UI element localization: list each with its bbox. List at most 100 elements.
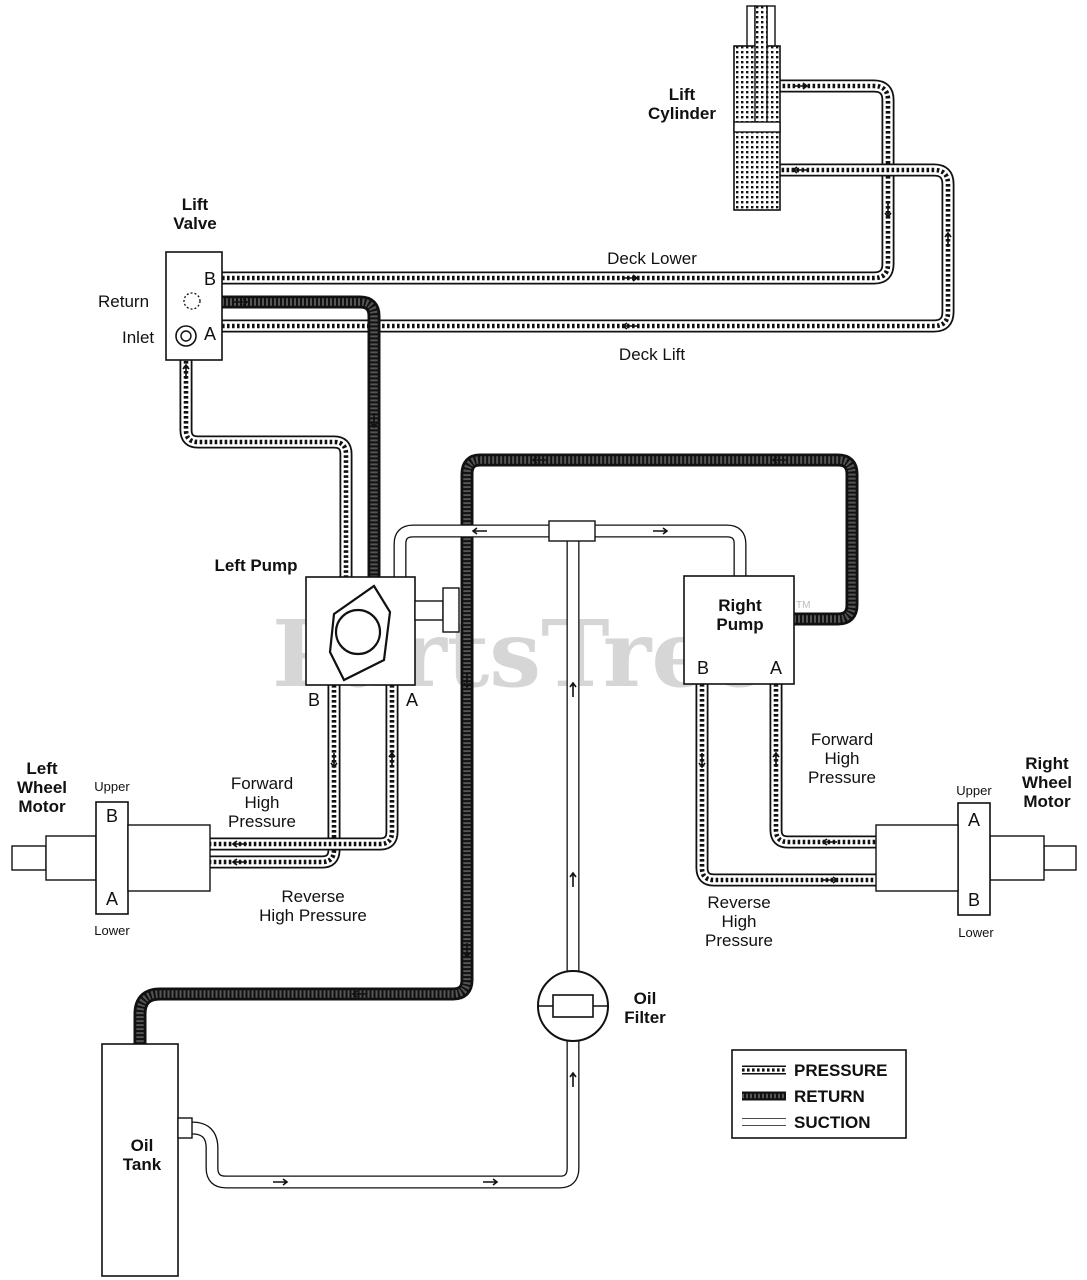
right-motor-shaft — [1043, 845, 1077, 871]
left-forward-line-stroke — [118, 685, 395, 847]
lift-valve-label-2: Valve — [173, 214, 217, 233]
flow-arrow — [771, 456, 787, 464]
oil-tank-label-2: Tank — [123, 1155, 162, 1174]
flow-arrow — [483, 1178, 499, 1186]
flow-arrow — [884, 203, 892, 219]
deck-lift-line-stroke — [222, 165, 953, 331]
flow-arrow — [471, 527, 487, 535]
flow-arrow — [231, 840, 247, 848]
left-reverse-label-2: High Pressure — [259, 906, 367, 925]
right-forward-line-stroke — [771, 684, 970, 847]
legend-label-pressure: PRESSURE — [794, 1061, 888, 1080]
right-pump-port-a: A — [770, 658, 782, 678]
flow-arrow — [944, 231, 952, 247]
right-pump-body — [683, 575, 795, 685]
pump-cam-icon — [328, 584, 392, 682]
left-motor-manifold — [127, 824, 211, 892]
right-motor-lower: Lower — [958, 925, 994, 940]
tank-to-filter-line — [191, 1041, 580, 1189]
flow-arrow — [791, 166, 807, 174]
flow-arrow — [569, 681, 577, 697]
suction-tee — [548, 520, 596, 542]
flow-arrow — [823, 876, 839, 884]
valve-port-a: A — [204, 324, 216, 344]
flow-arrow — [821, 838, 837, 846]
left-motor-lower: Lower — [94, 923, 130, 938]
tank-to-filter-line-stroke — [191, 1041, 579, 1188]
right-reverse-line — [695, 684, 970, 887]
cylinder-rod — [766, 5, 776, 51]
flow-arrow — [569, 871, 577, 887]
flow-arrow — [772, 751, 780, 767]
flow-arrow — [623, 274, 639, 282]
deck-lower-line-stroke — [222, 83, 891, 281]
valve-return-line-stroke — [222, 298, 378, 577]
return-port-icon — [183, 292, 201, 310]
left-forward-label-2: High — [245, 793, 280, 812]
right-reverse-label-3: Pressure — [705, 931, 773, 950]
cylinder-rod — [746, 5, 756, 51]
right-motor-port-a: A — [968, 810, 980, 830]
left-motor-port-a: A — [106, 889, 118, 909]
right-wheel-motor — [875, 802, 1077, 916]
flow-arrow — [233, 298, 249, 306]
legend: PRESSURE RETURN SUCTION — [731, 1049, 907, 1139]
right-forward-label-3: Pressure — [808, 768, 876, 787]
oil-filter-label-2: Filter — [624, 1008, 666, 1027]
right-reverse-label-1: Reverse — [707, 893, 770, 912]
right-forward-label-1: Forward — [811, 730, 873, 749]
left-wheel-motor — [11, 801, 211, 915]
right-motor-label-2: Wheel — [1022, 773, 1072, 792]
legend-label-return: RETURN — [794, 1087, 865, 1106]
oil-filter-element — [552, 994, 594, 1018]
left-motor-upper: Upper — [94, 779, 130, 794]
left-motor-label-2: Wheel — [17, 778, 67, 797]
left-forward-label-1: Forward — [231, 774, 293, 793]
flow-arrow — [231, 858, 247, 866]
flow-arrow — [273, 1178, 289, 1186]
cylinder-piston-rod — [754, 5, 768, 131]
right-motor-upper: Upper — [956, 783, 992, 798]
pump-fitting — [414, 600, 444, 621]
left-motor-label-3: Motor — [18, 797, 66, 816]
lift-valve-label-1: Lift — [182, 195, 209, 214]
flow-arrow — [698, 753, 706, 769]
legend-items: PRESSURE RETURN SUCTION — [742, 1061, 888, 1132]
valve-port-b: B — [204, 269, 216, 289]
tank-to-filter-line-stroke — [191, 1041, 580, 1189]
right-pump-port-b: B — [697, 658, 709, 678]
flow-arrow — [330, 753, 338, 769]
legend-label-suction: SUCTION — [794, 1113, 871, 1132]
cylinder-piston — [733, 121, 781, 133]
deck-lift-line — [222, 163, 955, 333]
flow-arrow — [621, 322, 637, 330]
deck-lower-line — [222, 79, 895, 285]
return-to-tank-line — [133, 453, 859, 1044]
right-pump-label-1: Right — [718, 596, 762, 615]
right-motor-manifold — [875, 824, 959, 892]
valve-return-label: Return — [98, 292, 149, 311]
left-motor-port-b: B — [106, 806, 118, 826]
flow-arrow — [182, 363, 190, 379]
lift-cylinder-label-2: Cylinder — [648, 104, 716, 123]
flow-arrow — [793, 82, 809, 90]
left-forward-line — [118, 685, 399, 851]
left-motor-shaft — [11, 845, 47, 871]
right-motor-hub — [989, 835, 1045, 881]
right-forward-label-2: High — [825, 749, 860, 768]
oil-filter-label-1: Oil — [634, 989, 657, 1008]
deck-lower-line-stroke — [222, 81, 893, 283]
valve-inlet-line-stroke — [183, 346, 349, 577]
right-forward-line — [769, 684, 970, 849]
right-pump-label-2: Pump — [716, 615, 763, 634]
pump-tee-fitting — [442, 587, 460, 633]
deck-lower-line-stroke — [222, 79, 895, 285]
return-to-tank-line-stroke — [136, 456, 856, 1044]
valve-inlet-label: Inlet — [122, 328, 154, 347]
trademark: TM — [796, 600, 810, 611]
flow-arrow — [388, 751, 396, 767]
left-pump-label: Left Pump — [214, 556, 297, 575]
valve-return-line — [222, 295, 381, 577]
inlet-port-inner — [180, 330, 192, 342]
